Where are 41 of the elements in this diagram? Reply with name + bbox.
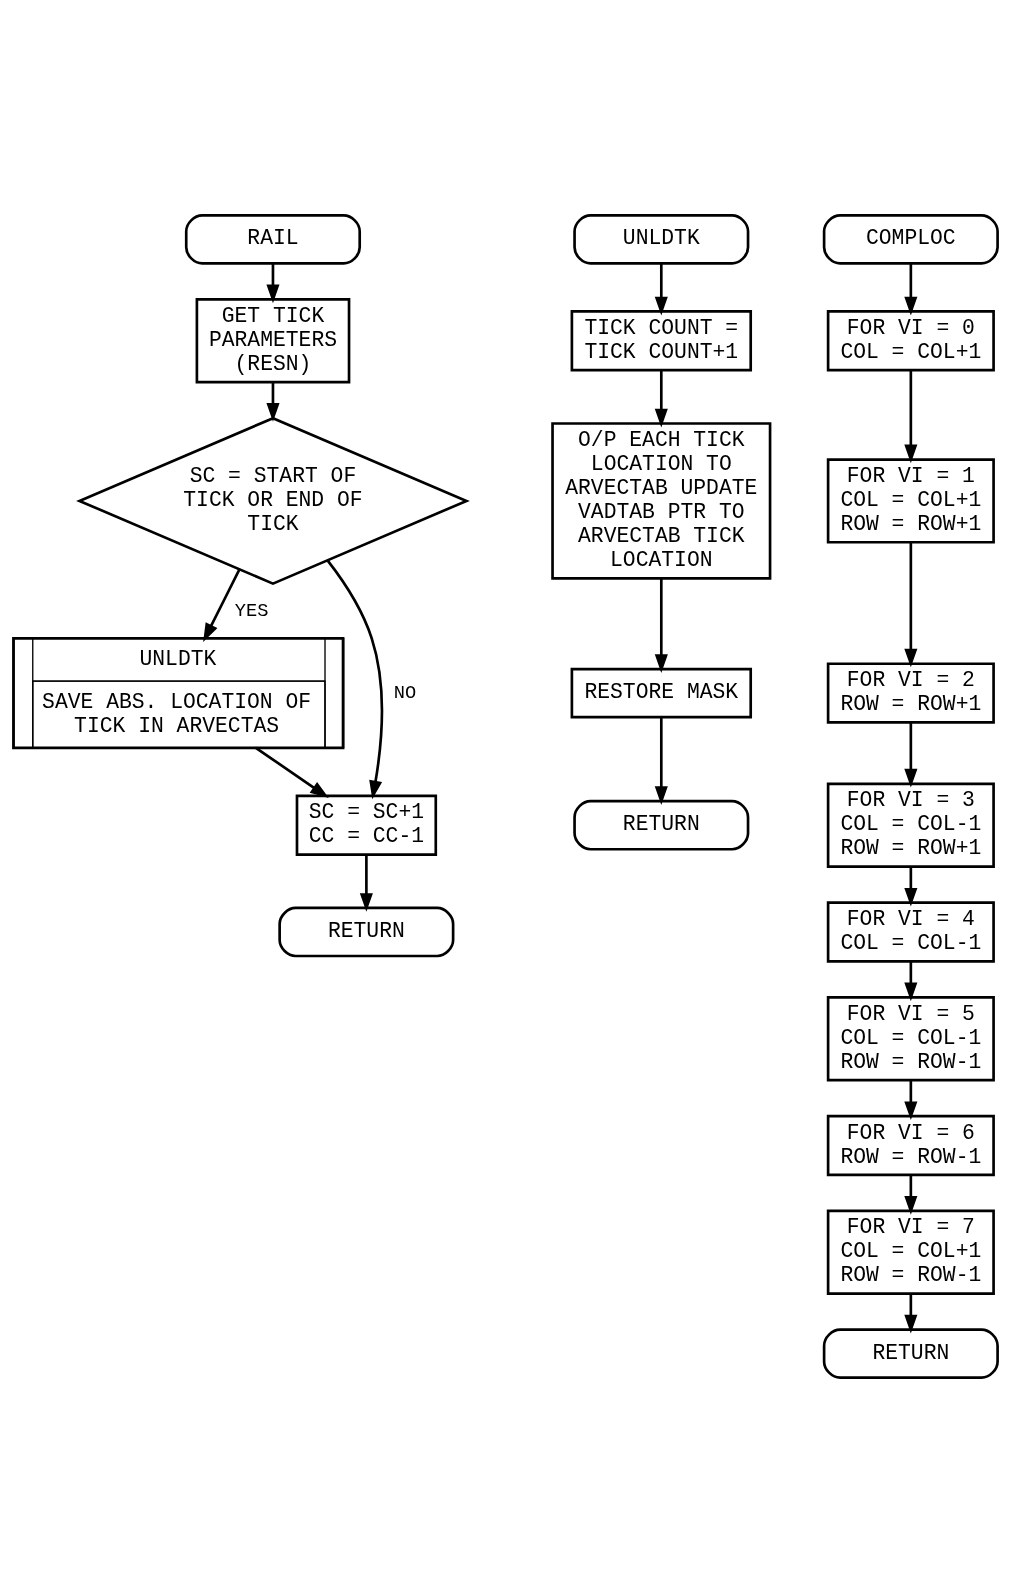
arrow xyxy=(266,263,280,304)
node-box: FOR VI = 5 COL = COL-1 ROW = ROW-1 xyxy=(826,996,995,1082)
arrow xyxy=(904,1293,918,1334)
arrow xyxy=(654,717,668,805)
arrow xyxy=(255,746,329,798)
arrow xyxy=(904,263,918,316)
node-box: RAIL xyxy=(184,214,362,265)
node-box: FOR VI = 2 ROW = ROW+1 xyxy=(826,662,995,724)
arrow xyxy=(326,559,384,800)
node-box: FOR VI = 3 COL = COL-1 ROW = ROW+1 xyxy=(826,782,995,868)
node-box: COMPLOC xyxy=(822,214,999,265)
node-box: O/P EACH TICK LOCATION TO ARVECTAB UPDATE VADTAB PTR TO ARVECTAB TICK LOCATION xyxy=(551,422,772,580)
node-box: FOR VI = 7 COL = COL+1 ROW = ROW-1 xyxy=(826,1209,995,1295)
arrow xyxy=(359,854,373,912)
arrow xyxy=(654,370,668,428)
node-box: SC = SC+1 CC = CC-1 xyxy=(295,794,438,856)
arrow xyxy=(266,382,280,422)
node-box: UNLDTK xyxy=(573,214,750,265)
arrow xyxy=(904,722,918,788)
node-box: FOR VI = 1 COL = COL+1 ROW = ROW+1 xyxy=(826,458,995,544)
edge-label: YES xyxy=(234,599,269,622)
node-box: FOR VI = 6 ROW = ROW-1 xyxy=(826,1114,995,1177)
node-box: RETURN xyxy=(822,1328,999,1379)
node-box: RESTORE MASK xyxy=(570,667,753,719)
node-box: GET TICK PARAMETERS (RESN) xyxy=(195,298,351,384)
arrow xyxy=(904,961,918,1002)
node-box: RETURN xyxy=(278,906,455,958)
node-diamond: SC = START OF TICK OR END OF TICK xyxy=(76,416,470,586)
arrow xyxy=(904,867,918,907)
arrow xyxy=(654,578,668,674)
arrow xyxy=(904,370,918,464)
arrow xyxy=(904,542,918,668)
node-box: RETURN xyxy=(573,799,750,851)
node-box: TICK COUNT = TICK COUNT+1 xyxy=(570,310,753,372)
arrow xyxy=(203,569,241,642)
arrow xyxy=(904,1080,918,1121)
edge-label: NO xyxy=(393,682,417,705)
node-box: FOR VI = 4 COL = COL-1 xyxy=(826,901,995,963)
node-box: FOR VI = 0 COL = COL+1 xyxy=(826,310,995,372)
arrow xyxy=(654,263,668,316)
arrow xyxy=(904,1175,918,1215)
